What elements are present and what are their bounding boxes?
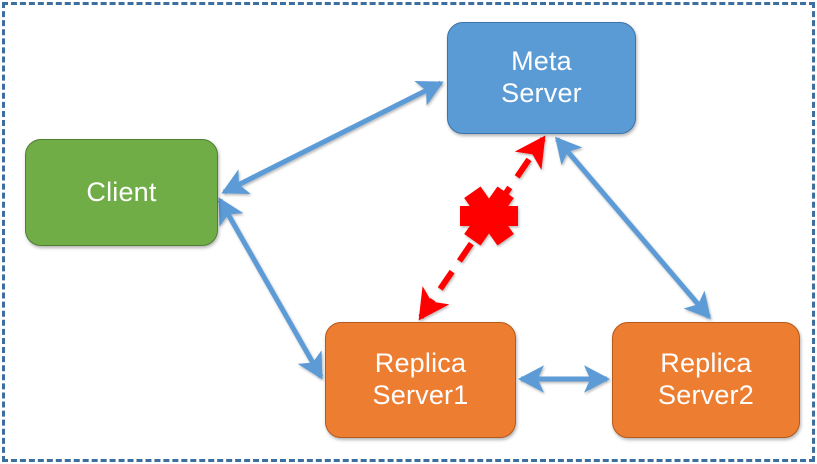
node-meta-server[interactable]: Meta Server: [447, 22, 636, 134]
node-client-label: Client: [86, 176, 157, 207]
node-replica-server1[interactable]: Replica Server1: [325, 322, 516, 438]
node-replica-server2-line-1: Replica: [660, 348, 752, 379]
node-meta-server-label: Meta Server: [495, 46, 588, 110]
node-replica-server1-label: Replica Server1: [367, 348, 475, 412]
node-client[interactable]: Client: [25, 139, 218, 246]
edge-client-meta: [221, 80, 444, 195]
x-cross-icon: [460, 186, 518, 246]
edge-meta-replica2: [555, 136, 711, 320]
node-replica-server1-line-1: Replica: [374, 348, 467, 379]
node-replica-server2-line-2: Server2: [658, 380, 754, 410]
node-meta-server-line-1: Meta: [511, 46, 572, 77]
node-replica-server2-label: Replica Server2: [652, 348, 760, 412]
node-meta-server-line-2: Server: [501, 78, 582, 108]
node-replica-server2[interactable]: Replica Server2: [612, 322, 800, 438]
node-replica-server1-line-2: Server1: [372, 380, 469, 410]
edge-client-replica1: [217, 197, 324, 380]
